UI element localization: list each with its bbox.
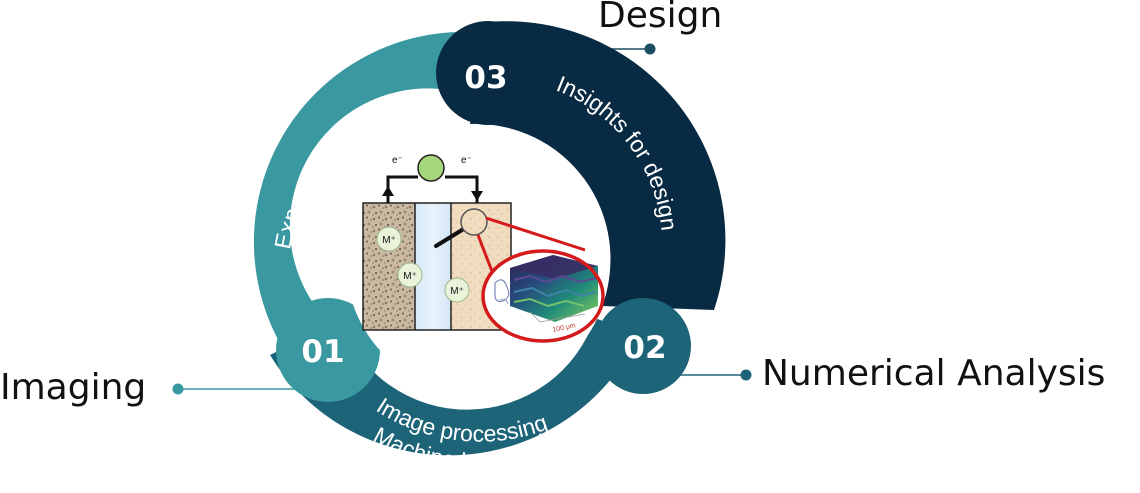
ion-icon xyxy=(397,262,423,288)
segment-02-cap xyxy=(595,298,691,394)
magnifier-handle xyxy=(434,228,464,248)
segment-01-cap xyxy=(276,298,380,402)
ion-label-2: M⁺ xyxy=(403,271,417,282)
step-02-number: 02 xyxy=(623,330,666,366)
ion-label-1: M⁺ xyxy=(382,235,396,246)
separator-layer xyxy=(415,203,451,330)
microstructure-inset: 100 μm xyxy=(481,249,605,343)
electron-label-left: e⁻ xyxy=(392,155,403,166)
segment-02 xyxy=(270,318,639,456)
ion-label-3: M⁺ xyxy=(450,286,464,297)
arrow-down-icon xyxy=(471,191,483,201)
ion-icon xyxy=(376,226,402,252)
electron-label-right: e⁻ xyxy=(461,155,472,166)
design-connector-dot xyxy=(644,43,656,55)
numerical-connector-dot xyxy=(740,369,752,381)
cycle-ring xyxy=(253,21,726,456)
imaging-label: Imaging xyxy=(0,367,147,408)
magnifier-icon xyxy=(460,208,488,236)
scale-label: 100 μm xyxy=(552,322,577,334)
segment-03-cap xyxy=(436,21,540,125)
battery-illustration: e⁻ e⁻ M⁺ M⁺ M⁺ 100 μm xyxy=(362,154,605,343)
load-bulb-icon xyxy=(417,154,445,182)
design-label: Design xyxy=(598,0,723,36)
connectors xyxy=(172,43,752,395)
step-03-number: 03 xyxy=(464,60,507,96)
numerical-analysis-label: Numerical Analysis xyxy=(762,353,1106,394)
step-01-label-line2: characterization xyxy=(0,0,404,262)
zoom-line-top xyxy=(485,216,586,252)
zoom-ellipse xyxy=(481,249,605,343)
arrow-up-icon xyxy=(382,186,394,196)
imaging-connector-dot xyxy=(172,383,184,395)
step-01-number: 01 xyxy=(301,334,344,370)
ion-icon xyxy=(444,277,470,303)
